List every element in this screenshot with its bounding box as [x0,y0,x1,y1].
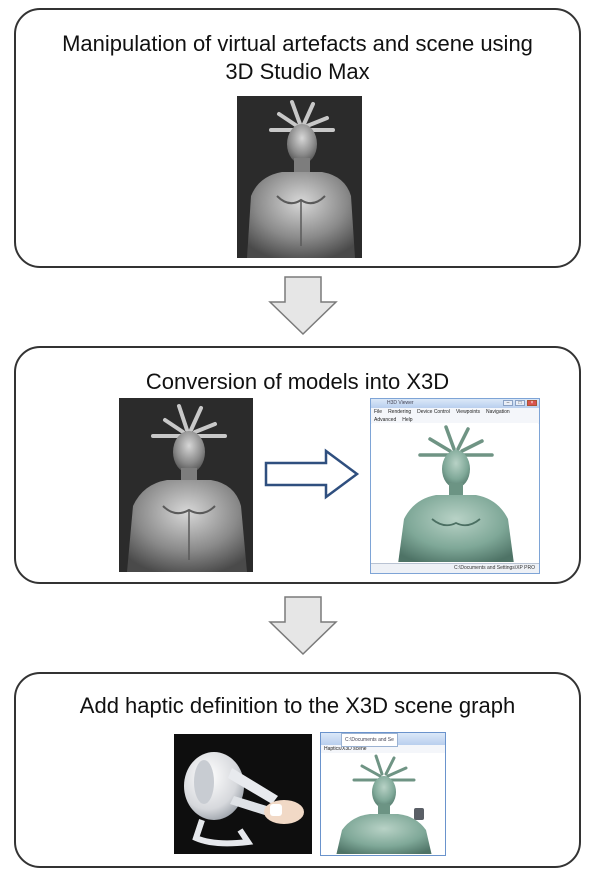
menu-viewpoints[interactable]: Viewpoints [455,409,481,415]
browser-address[interactable]: C:\Documents and Se [341,733,398,747]
window-controls: – □ × [503,400,537,406]
conversion-right-arrow-icon [264,448,360,500]
stage-modeling-title-line1: Manipulation of virtual artefacts and sc… [62,31,533,56]
haptic-device-body [184,752,244,820]
maximize-icon[interactable]: □ [515,400,525,406]
studio-max-render-image [237,96,362,258]
crown-spikes [269,100,335,132]
stage-modeling-title: Manipulation of virtual artefacts and sc… [16,30,579,86]
browser-titlebar: C:\Documents and Se [321,733,445,747]
menu-navigation[interactable]: Navigation [486,409,510,415]
minimize-icon[interactable]: – [503,400,513,406]
original-statue-svg [127,404,247,572]
x3d-viewer-status-bar: C:\Documents and Settings\XP PRO [371,563,539,573]
stage-haptics: Add haptic definition to the X3D scene g… [14,672,581,868]
menu-file[interactable]: File [374,409,383,415]
original-model-image [119,398,253,572]
browser-window: C:\Documents and Se Haptics/X3D scene [320,732,446,856]
x3d-viewer-window: H3D Viewer – □ × File Rendering Device C… [370,398,540,574]
flow-down-arrow-icon [268,276,338,336]
stage-haptics-title: Add haptic definition to the X3D scene g… [79,693,516,718]
menu-device-control[interactable]: Device Control [417,409,450,415]
x3d-viewer-titlebar: H3D Viewer – □ × [371,399,539,408]
browser-tab[interactable]: Haptics/X3D scene [324,746,367,752]
x3d-viewer-menu-bar: File Rendering Device Control Viewpoints… [371,408,539,424]
browser-viewport[interactable] [322,754,444,854]
statue-neck [294,158,310,172]
statue-head [287,124,317,164]
stage-modeling-title-line2: 3D Studio Max [225,59,370,84]
menu-advanced[interactable]: Advanced [374,417,397,423]
close-icon[interactable]: × [527,400,537,406]
x3d-viewport[interactable] [372,423,538,562]
haptic-device-image [174,734,312,854]
menu-help[interactable]: Help [402,417,413,423]
stage-conversion-title: Conversion of models into X3D [145,369,450,394]
x3d-viewer-title: H3D Viewer [387,400,414,406]
haptic-device-svg [184,752,304,847]
menu-rendering[interactable]: Rendering [388,409,412,415]
browser-statue-svg [336,754,432,854]
stage-modeling: Manipulation of virtual artefacts and sc… [14,8,581,268]
green-statue-svg [398,425,514,562]
stage-conversion: Conversion of models into X3D [14,346,581,584]
flow-down-arrow-icon [268,596,338,656]
statue-render-svg [247,100,355,258]
browser-tab-bar: Haptics/X3D scene [321,745,445,753]
